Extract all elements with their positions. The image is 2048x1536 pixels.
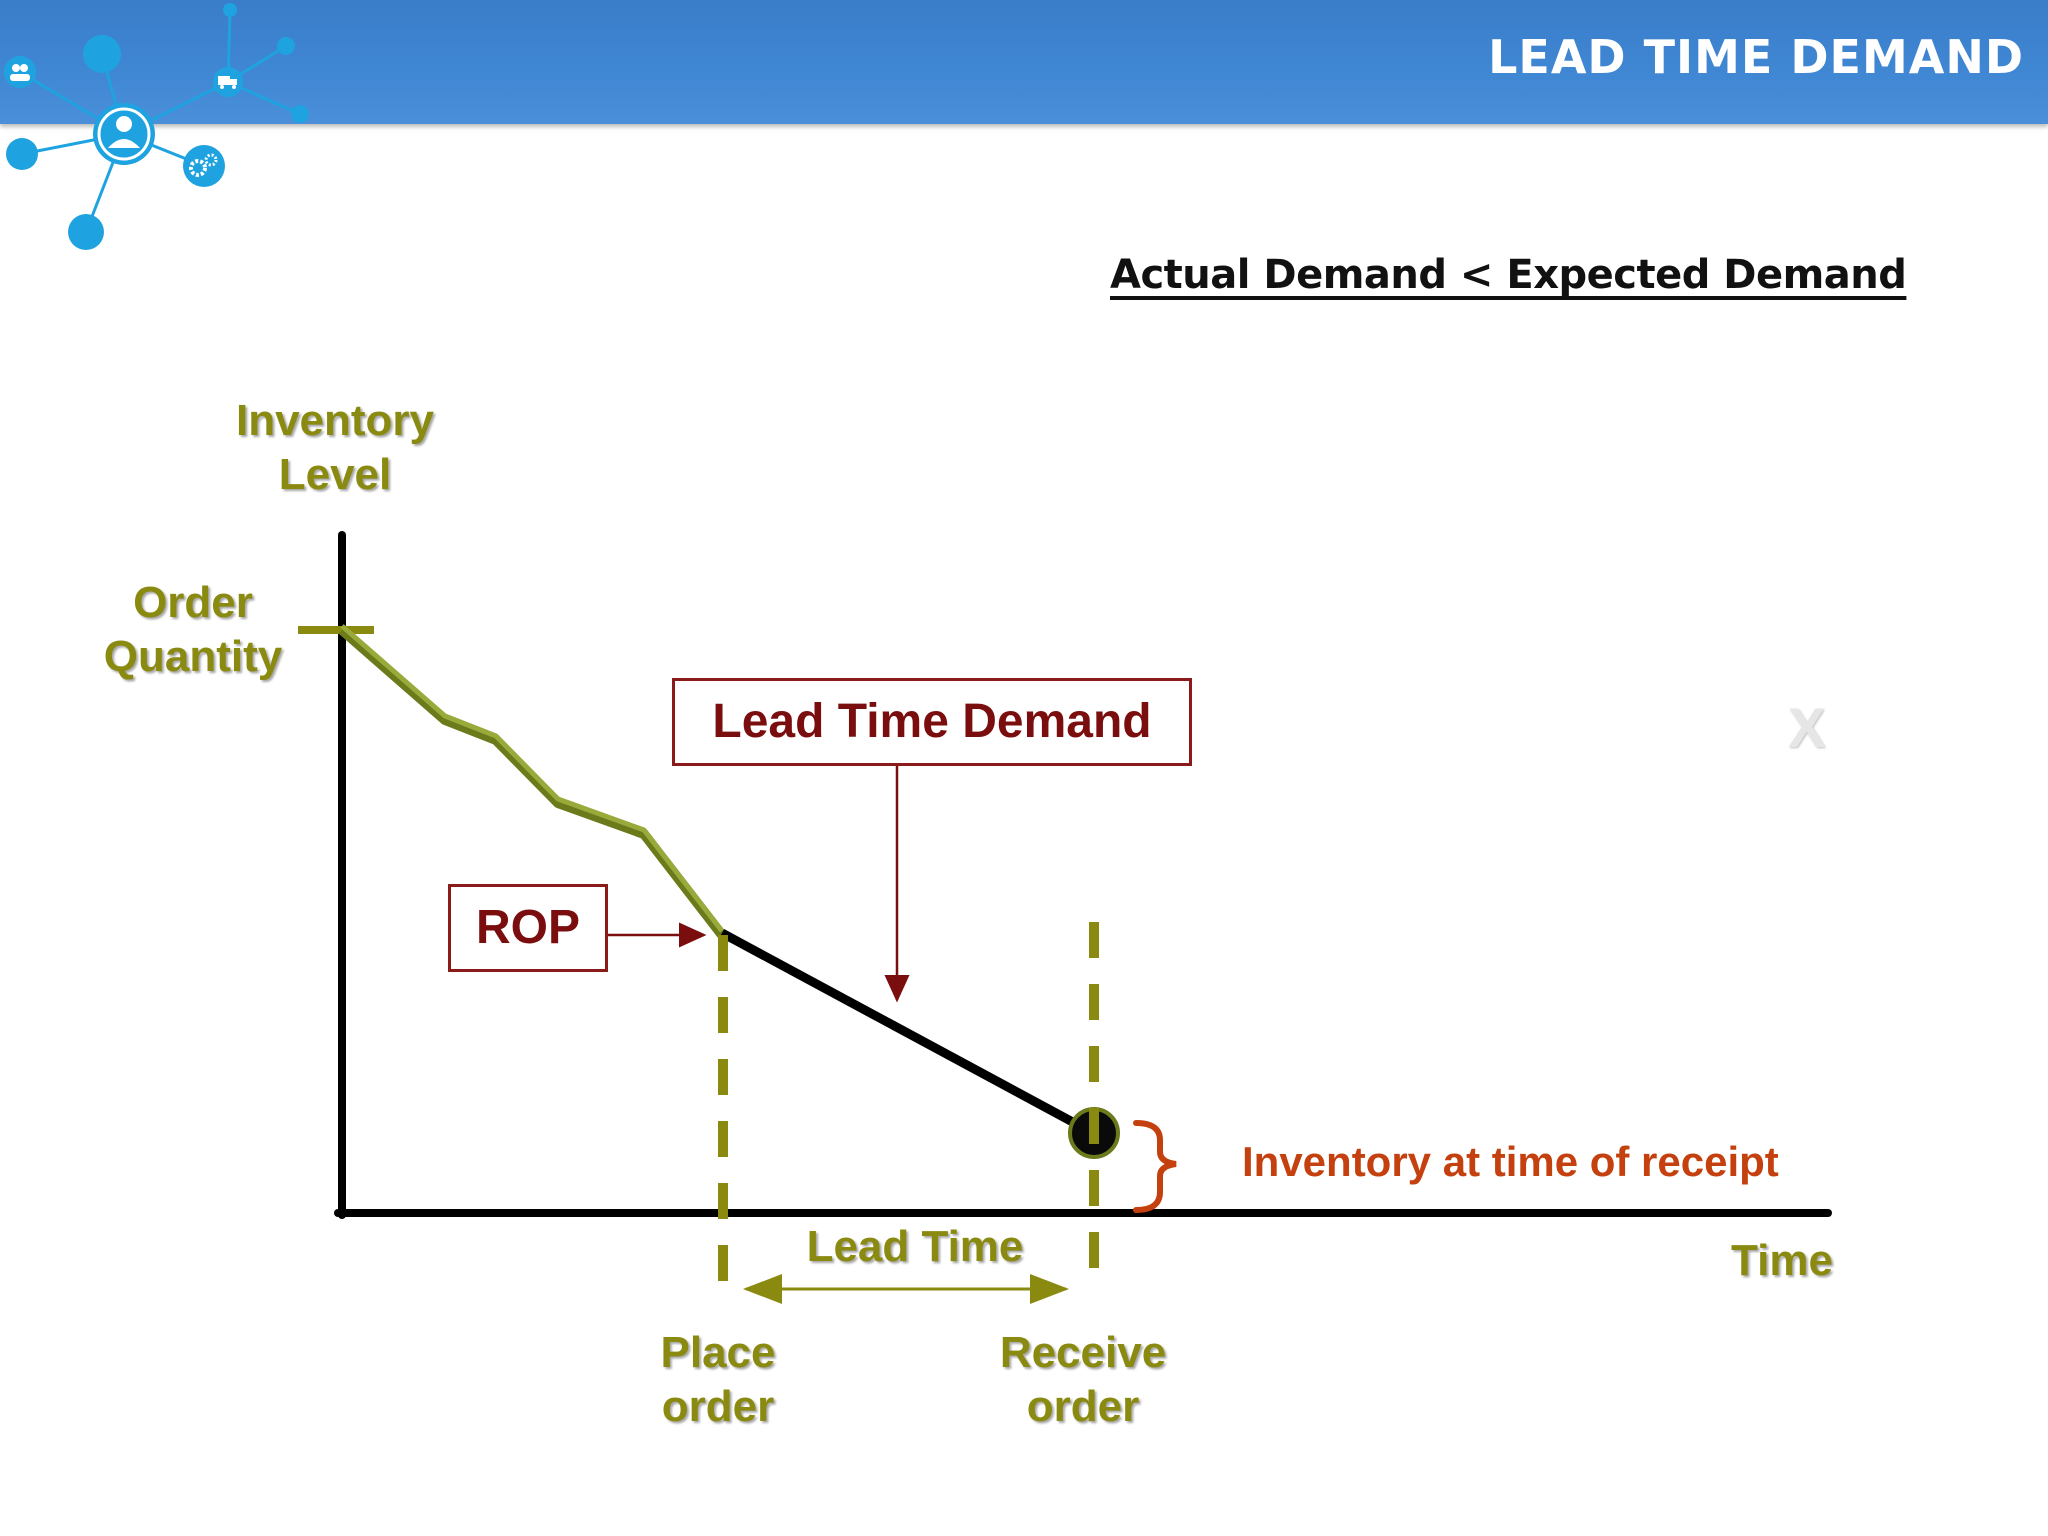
close-icon[interactable]: X — [1788, 696, 1826, 759]
header-bar: LEAD TIME DEMAND — [0, 0, 2048, 124]
receive-order-label: Receive order — [999, 1328, 1167, 1431]
user-icon — [93, 103, 155, 165]
people-icon — [4, 56, 36, 88]
truck-icon — [213, 67, 243, 97]
rop-label: ROP — [475, 901, 580, 954]
receipt-brace — [1133, 1120, 1177, 1213]
x-axis-label: Time — [1731, 1236, 1833, 1285]
page-title: LEAD TIME DEMAND — [1488, 30, 2024, 84]
lead-time-demand-line — [719, 929, 1096, 1137]
receipt-label: Inventory at time of receipt — [1242, 1138, 1779, 1185]
gears-icon — [183, 145, 225, 187]
network-logo — [4, 3, 309, 250]
comparison-subtitle: Actual Demand < Expected Demand — [1110, 252, 1907, 298]
lead-time-demand-box: Lead Time Demand — [672, 678, 1192, 766]
y-axis-label: Inventory Level — [235, 396, 435, 499]
rop-box: ROP — [448, 884, 608, 972]
lead-time-demand-label: Lead Time Demand — [712, 695, 1152, 748]
place-order-label: Place order — [660, 1328, 776, 1431]
lead-time-label: Lead Time — [806, 1222, 1024, 1271]
order-quantity-label: Order Quantity — [103, 578, 283, 681]
